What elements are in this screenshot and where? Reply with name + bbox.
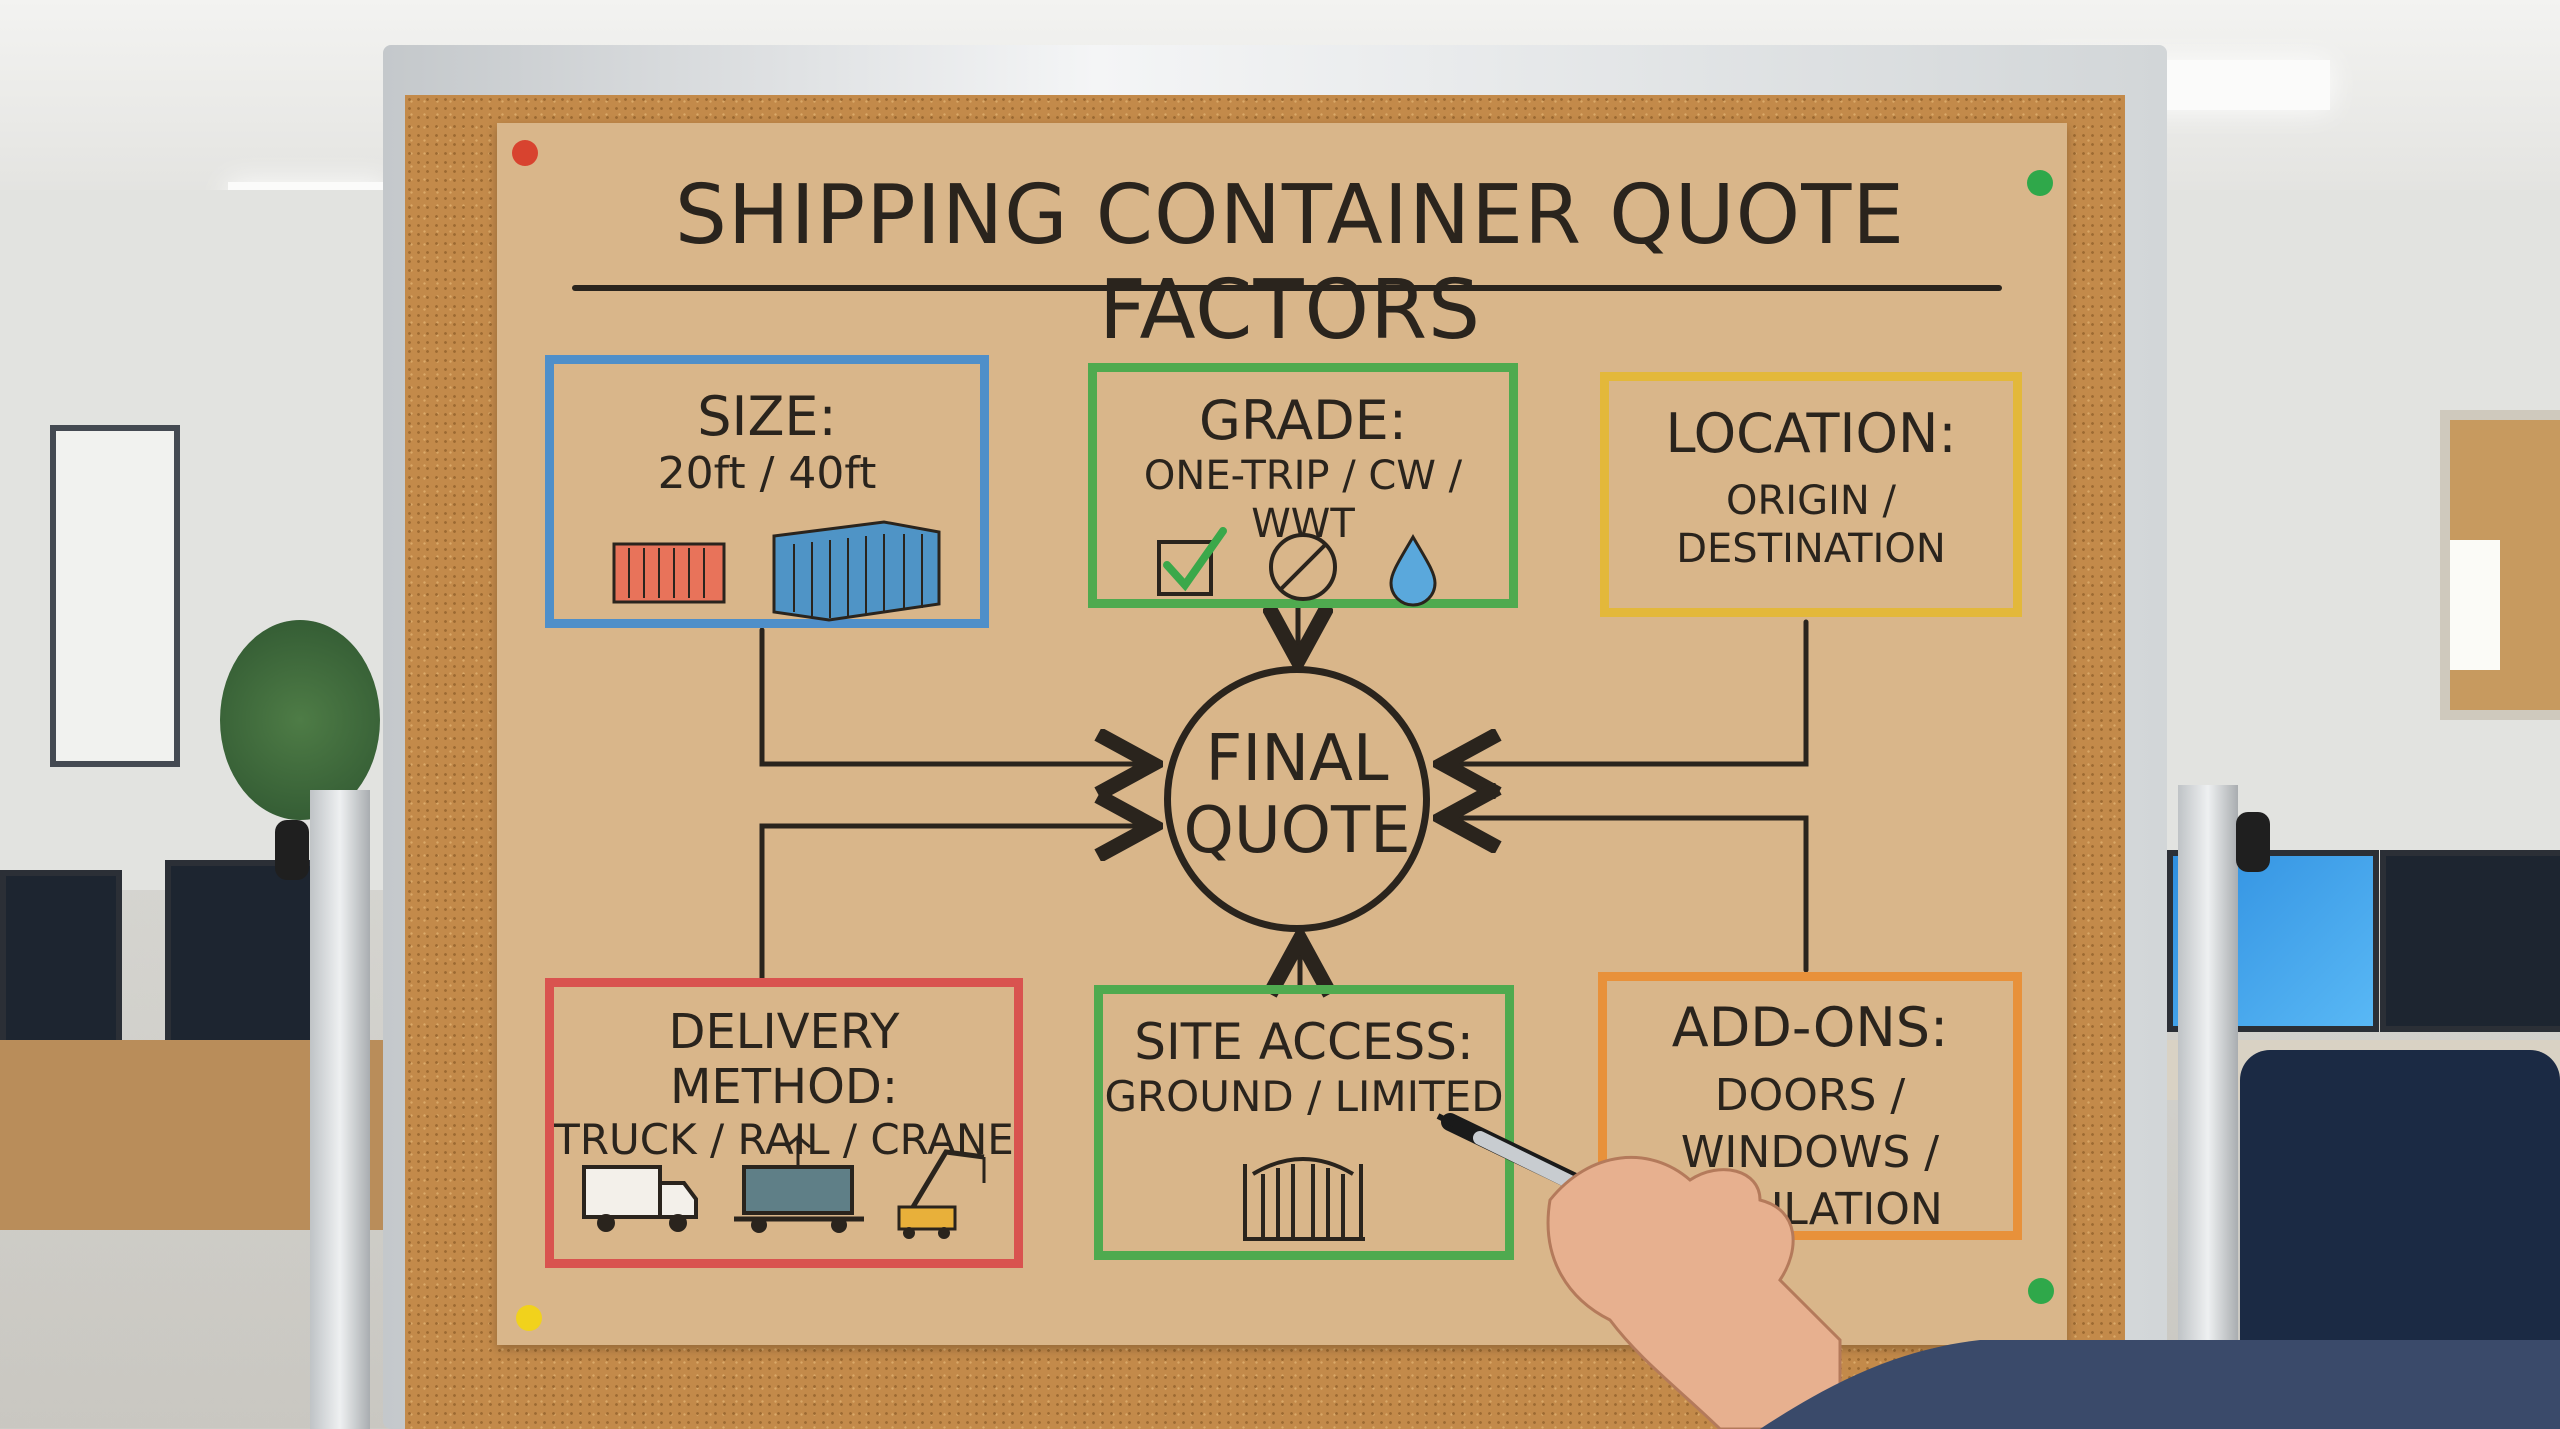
note: [2450, 540, 2500, 670]
location-box: LOCATION: ORIGIN / DESTINATION: [1600, 372, 2022, 617]
size-heading: SIZE:: [697, 385, 837, 448]
wall-poster: [50, 425, 180, 767]
grade-detail: ONE-TRIP / CW / WWT: [1143, 453, 1463, 548]
arrow-size-to-quote: [759, 627, 1148, 764]
crane-icon: [897, 1149, 986, 1239]
stand-left-pole: [310, 790, 370, 1429]
diagram-title: SHIPPING CONTAINER QUOTE FACTORS: [674, 168, 1906, 358]
monitor: [2380, 850, 2560, 1032]
size-icons: [612, 520, 941, 622]
final-quote-line2: QUOTE: [1183, 794, 1411, 868]
grade-heading: GRADE:: [1198, 389, 1407, 452]
checkbox-check-icon: [1157, 527, 1227, 596]
arrow-location-to-quote: [1448, 619, 1809, 764]
delivery-method-box: DELIVERY METHOD: TRUCK / RAIL / CRANE: [545, 978, 1023, 1268]
hand-holding-pen: [1436, 1113, 2560, 1429]
red-pushpin: [512, 140, 538, 166]
water-drop-icon: [1389, 534, 1437, 607]
green-pushpin: [2028, 1278, 2054, 1304]
location-heading: LOCATION:: [1665, 402, 1957, 465]
stand-right-pole: [2178, 785, 2238, 1429]
final-quote-circle: FINAL QUOTE: [1164, 666, 1430, 932]
final-quote-line1: FINAL: [1205, 722, 1389, 796]
rail-car-icon: [734, 1135, 864, 1233]
stand-knob: [275, 820, 309, 880]
truck-icon: [582, 1165, 698, 1232]
location-detail: ORIGIN / DESTINATION: [1676, 478, 1946, 573]
container-40ft-icon: [772, 520, 941, 622]
gate-icon: [1243, 1157, 1365, 1241]
site-icons: [1243, 1157, 1365, 1241]
site-heading: SITE ACCESS:: [1134, 1013, 1474, 1071]
stand-knob: [2236, 812, 2270, 872]
delivery-icons: [582, 1135, 986, 1239]
container-20ft-icon: [612, 542, 726, 604]
title-underline: [572, 285, 2002, 291]
size-box: SIZE: 20ft / 40ft: [545, 355, 989, 628]
plant: [220, 620, 380, 820]
grade-icons: [1157, 527, 1437, 607]
arrow-delivery-to-quote: [759, 826, 1148, 983]
no-damage-icon: [1269, 533, 1337, 601]
green-pushpin: [2027, 170, 2053, 196]
delivery-detail: TRUCK / RAIL / CRANE: [554, 1115, 1014, 1165]
addons-heading: ADD-ONS:: [1671, 996, 1949, 1059]
size-detail: 20ft / 40ft: [657, 448, 877, 500]
add-ons-box: ADD-ONS: DOORS / WINDOWS / INSULATION: [1598, 972, 2022, 1240]
yellow-pushpin: [516, 1305, 542, 1331]
site-access-box: SITE ACCESS: GROUND / LIMITED: [1094, 985, 1514, 1260]
arrow-addons-to-quote: [1448, 818, 1809, 973]
delivery-heading: DELIVERY METHOD:: [668, 1004, 900, 1116]
site-detail: GROUND / LIMITED: [1104, 1071, 1504, 1121]
grade-box: GRADE: ONE-TRIP / CW / WWT: [1088, 363, 1518, 608]
